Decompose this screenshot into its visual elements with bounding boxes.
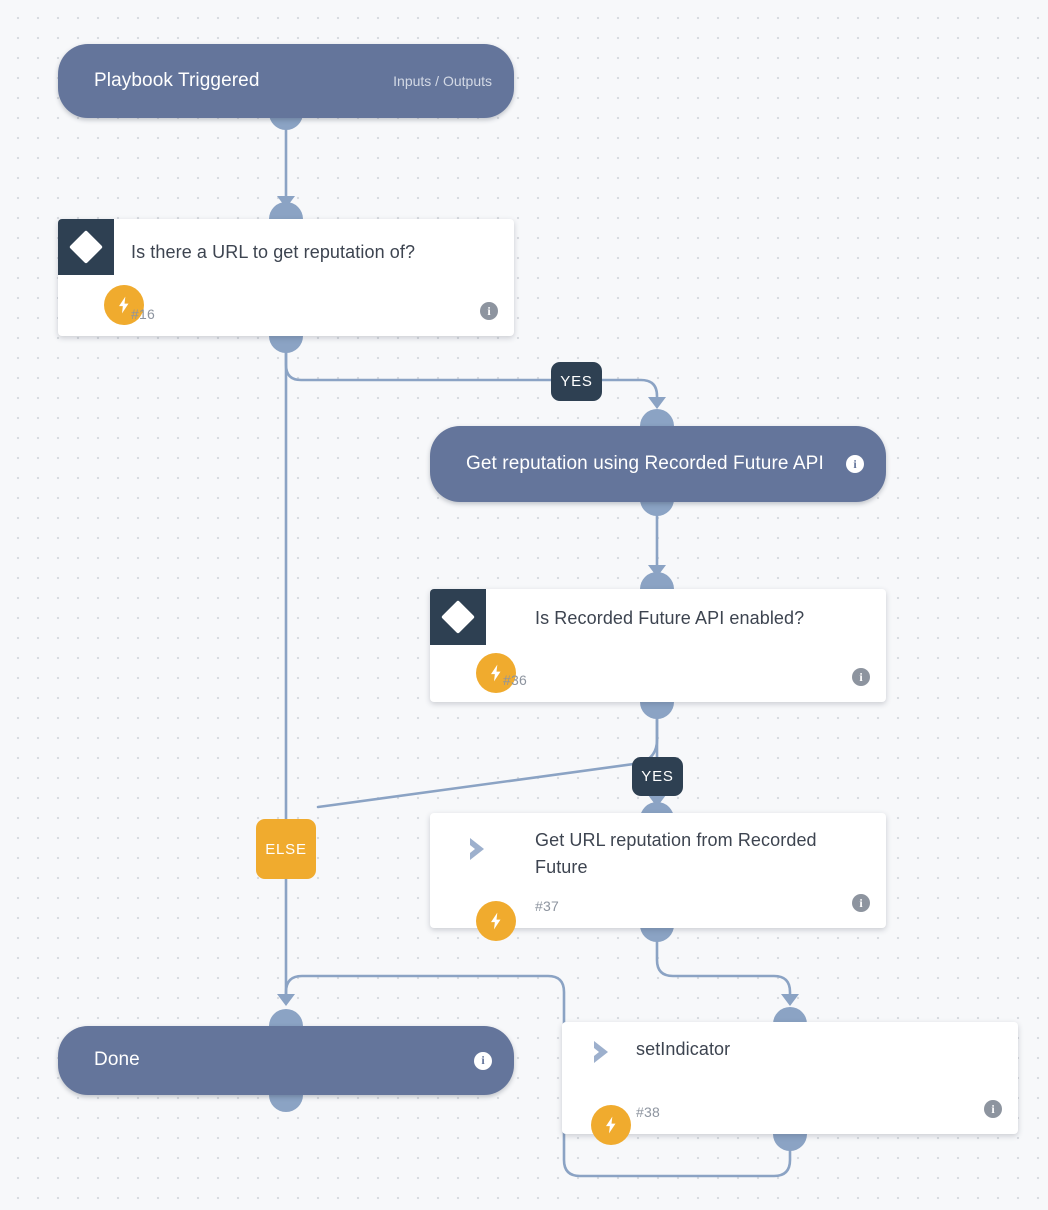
node-title: setIndicator [636, 1039, 731, 1059]
branch-label-yes-16: YES [551, 362, 602, 401]
lightning-bolt-icon [476, 653, 516, 693]
node-number: #36 [503, 672, 527, 688]
lightning-bolt-icon [476, 901, 516, 941]
node-section-get-reputation-recorded-future[interactable]: Get reputation using Recorded Future API… [430, 426, 886, 502]
node-title: Get URL reputation from Recorded Future [535, 830, 817, 877]
node-number: #38 [636, 1104, 660, 1120]
node-task-37[interactable]: Get URL reputation from Recorded Future … [430, 813, 886, 941]
node-done[interactable]: Done i [58, 1026, 514, 1095]
node-subtitle-inputs-outputs: Inputs / Outputs [393, 73, 492, 89]
chevron-right-icon [584, 1034, 620, 1070]
info-icon[interactable]: i [474, 1051, 492, 1070]
node-title: Get reputation using Recorded Future API [466, 452, 824, 474]
node-number: #37 [535, 898, 559, 914]
node-playbook-triggered[interactable]: Playbook Triggered Inputs / Outputs [58, 44, 514, 118]
branch-label-else-16: ELSE [256, 819, 316, 879]
info-icon[interactable]: i [480, 302, 498, 320]
lightning-bolt-icon [591, 1105, 631, 1145]
chevron-right-icon [460, 831, 496, 867]
lightning-bolt-icon [104, 285, 144, 325]
diamond-icon [430, 589, 486, 645]
diamond-icon [58, 219, 114, 275]
info-icon[interactable]: i [984, 1100, 1002, 1118]
info-icon[interactable]: i [846, 455, 864, 473]
node-title: Is Recorded Future API enabled? [535, 608, 805, 628]
node-condition-36[interactable]: Is Recorded Future API enabled? #36 i [430, 589, 886, 702]
node-condition-16[interactable]: Is there a URL to get reputation of? #16… [58, 219, 514, 336]
node-number: #16 [131, 306, 155, 322]
info-icon[interactable]: i [852, 894, 870, 912]
node-task-38[interactable]: setIndicator #38 i [562, 1022, 1018, 1145]
node-title: Done [94, 1049, 140, 1071]
node-title: Is there a URL to get reputation of? [131, 242, 416, 262]
info-icon[interactable]: i [852, 668, 870, 686]
node-title: Playbook Triggered [94, 69, 260, 91]
branch-label-yes-36: YES [632, 757, 683, 796]
